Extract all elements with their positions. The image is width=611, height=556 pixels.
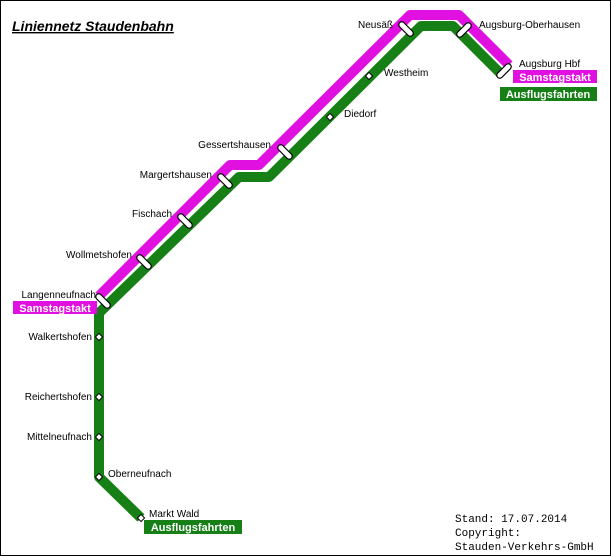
station-label-reichertshofen: Reichertshofen	[25, 392, 92, 403]
footer-copyright: Copyright:	[455, 528, 521, 540]
station-label-margertshausen: Margertshausen	[140, 170, 212, 181]
line-ausflugsfahrten	[94, 21, 505, 522]
station-marker-wollmetshofen[interactable]	[136, 254, 153, 271]
badge-samstagstakt-hbf-label: Samstagstakt	[519, 72, 591, 84]
station-label-diedorf: Diedorf	[344, 109, 376, 120]
station-marker-gessertshausen[interactable]	[277, 144, 294, 161]
badge-ausflugsfahrten-markt-wald	[144, 520, 242, 534]
station-label-langenneufnach: Langenneufnach	[21, 290, 96, 301]
footer-owner: Stauden-Verkehrs-GmbH	[455, 542, 594, 554]
station-marker-walkertshofen[interactable]	[94, 332, 104, 342]
station-marker-margertshausen[interactable]	[217, 173, 234, 190]
footer-stand: Stand: 17.07.2014	[455, 514, 568, 526]
station-marker-markt-wald[interactable]	[136, 513, 146, 523]
station-label-walkertshofen: Walkertshofen	[28, 332, 92, 343]
station-marker-oberneufnach[interactable]	[94, 472, 104, 482]
station-label-wollmetshofen: Wollmetshofen	[66, 250, 132, 261]
station-marker-augsburg-oberhausen[interactable]	[456, 22, 473, 39]
station-label-westheim: Westheim	[384, 68, 428, 79]
station-marker-augsburg-hbf[interactable]	[496, 63, 513, 80]
station-label-gessertshausen: Gessertshausen	[198, 140, 271, 151]
station-label-augsburg-oberhausen: Augsburg-Oberhausen	[479, 20, 580, 31]
station-marker-fischach[interactable]	[177, 213, 194, 230]
badge-samstagstakt-langenneufnach-label: Samstagstakt	[19, 303, 91, 315]
map-title: Liniennetz Staudenbahn	[12, 18, 174, 34]
badge-ausflugsfahrten-markt-wald-label: Ausflugsfahrten	[151, 522, 236, 534]
station-marker-mittelneufnach[interactable]	[94, 432, 104, 442]
station-label-mittelneufnach: Mittelneufnach	[27, 432, 92, 443]
badge-ausflugsfahrten-hbf-label: Ausflugsfahrten	[506, 89, 591, 101]
station-marker-langenneufnach[interactable]	[95, 293, 112, 310]
station-marker-diedorf[interactable]	[325, 112, 335, 122]
station-label-augsburg-hbf: Augsburg Hbf	[519, 59, 580, 70]
badge-ausflugsfahrten-hbf	[500, 87, 597, 101]
station-marker-reichertshofen[interactable]	[94, 392, 104, 402]
station-label-fischach: Fischach	[132, 209, 172, 220]
station-label-markt-wald: Markt Wald	[149, 509, 199, 520]
badge-samstagstakt-langenneufnach	[13, 301, 97, 314]
station-label-oberneufnach: Oberneufnach	[108, 469, 171, 480]
station-marker-neusaess[interactable]	[398, 21, 415, 38]
badge-samstagstakt-hbf	[513, 70, 597, 83]
station-label-neusaess: Neusäß	[358, 20, 393, 31]
station-marker-westheim[interactable]	[364, 71, 374, 81]
